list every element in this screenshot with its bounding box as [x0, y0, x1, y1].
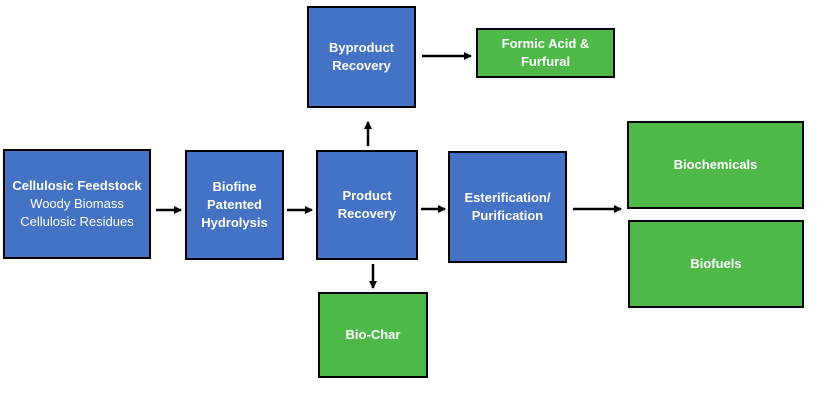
node-byproduct-recovery: Byproduct Recovery: [307, 6, 416, 108]
node-label-line: Recovery: [337, 206, 397, 221]
node-esterification-purification: Esterification/ Purification: [448, 151, 567, 263]
node-label-line: Cellulosic Feedstock: [12, 178, 142, 193]
node-label-line: Patented: [207, 197, 262, 212]
node-label-line: Esterification/: [464, 190, 551, 205]
node-label-line: Woody Biomass: [30, 196, 124, 211]
node-formic-acid-furfural: Formic Acid & Furfural: [476, 28, 615, 78]
node-label-line: Bio-Char: [345, 327, 401, 342]
node-label-line: Biofuels: [690, 256, 742, 271]
node-label-line: Recovery: [332, 58, 391, 73]
node-label-line: Hydrolysis: [201, 215, 268, 230]
node-label-line: Cellulosic Residues: [20, 214, 134, 229]
node-biochemicals: Biochemicals: [627, 121, 804, 209]
node-cellulosic-feedstock: Cellulosic Feedstock Woody Biomass Cellu…: [3, 149, 151, 259]
node-label-line: Purification: [471, 208, 544, 223]
node-biofine-hydrolysis: Biofine Patented Hydrolysis: [185, 150, 284, 260]
node-label-line: Product: [342, 188, 392, 203]
node-label-line: Biofine: [212, 179, 257, 194]
node-product-recovery: Product Recovery: [316, 150, 418, 260]
node-label-line: Furfural: [520, 54, 571, 69]
node-biofuels: Biofuels: [628, 220, 804, 308]
node-label-line: Biochemicals: [673, 157, 758, 172]
node-label-line: Formic Acid &: [501, 36, 590, 51]
node-bio-char: Bio-Char: [318, 292, 428, 378]
node-label-line: Byproduct: [329, 40, 394, 55]
